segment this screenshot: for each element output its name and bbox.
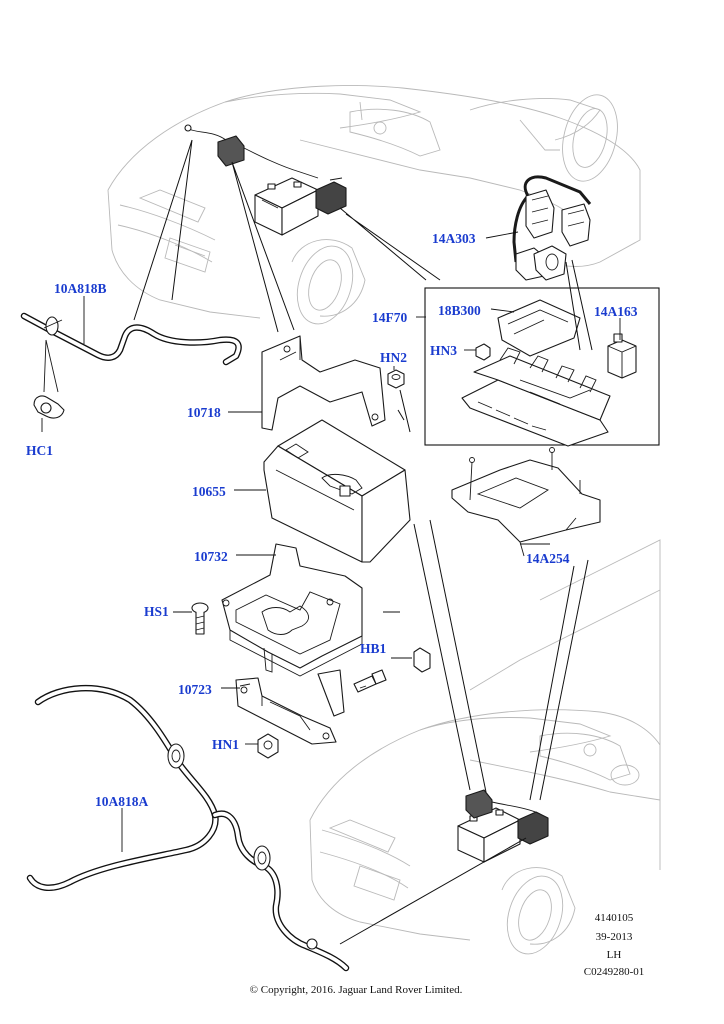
bracket-14A254: [451, 447, 601, 557]
copyright-notice: © Copyright, 2016. Jaguar Land Rover Lim…: [250, 984, 463, 996]
label-10718[interactable]: 10718: [187, 405, 221, 420]
vehicle-outline-top: [107, 85, 641, 325]
label-18B300[interactable]: 18B300: [438, 303, 481, 318]
label-HN2[interactable]: HN2: [380, 350, 407, 365]
bracket-10718: [261, 335, 386, 431]
label-HB1[interactable]: HB1: [360, 641, 387, 656]
fuse-box-in-vehicle-bottom: [465, 789, 549, 845]
leader-lines: [41, 231, 621, 852]
label-HC1[interactable]: HC1: [26, 443, 53, 458]
detail-box-14F70: [424, 287, 660, 447]
label-HN3[interactable]: HN3: [430, 343, 457, 358]
reference-number: 4140105: [595, 912, 634, 924]
part-labels: 10A818B HC1 10718 10655 10732 HS1 10723 …: [26, 231, 638, 809]
label-14A303[interactable]: 14A303: [432, 231, 476, 246]
label-14A163[interactable]: 14A163: [594, 304, 638, 319]
cable-10A818A: [26, 684, 350, 972]
reference-date: 39-2013: [596, 931, 633, 943]
tray-10732: [221, 543, 363, 677]
battery-10655: [263, 419, 411, 563]
nut-HN2: [387, 366, 405, 389]
vehicle-outline-bottom: [309, 539, 661, 955]
label-HN1[interactable]: HN1: [212, 737, 239, 752]
label-10732[interactable]: 10732: [194, 549, 228, 564]
label-10655[interactable]: 10655: [192, 484, 226, 499]
label-10723[interactable]: 10723: [178, 682, 212, 697]
reference-block: 4140105 39-2013 LH C0249280-01: [584, 912, 645, 978]
harness-14A303: [512, 175, 592, 281]
clip-HC1: [33, 339, 65, 419]
cable-10A818B: [20, 312, 242, 366]
label-14F70[interactable]: 14F70: [372, 310, 407, 325]
battery-in-vehicle-top: [254, 177, 319, 236]
label-HS1[interactable]: HS1: [144, 604, 169, 619]
reference-code: C0249280-01: [584, 966, 645, 978]
bracket-10723: [235, 669, 345, 745]
label-14A254[interactable]: 14A254: [526, 551, 570, 566]
label-10A818A[interactable]: 10A818A: [95, 794, 148, 809]
fuse-box-in-vehicle-top: [184, 124, 347, 215]
pointer-lines: [133, 139, 593, 945]
label-10A818B[interactable]: 10A818B: [54, 281, 107, 296]
reference-side: LH: [607, 949, 622, 961]
battery-in-vehicle-bottom: [457, 807, 521, 863]
screw-HS1: [191, 602, 209, 635]
nut-HN1: [257, 733, 279, 759]
bolt-HB1: [353, 647, 431, 693]
